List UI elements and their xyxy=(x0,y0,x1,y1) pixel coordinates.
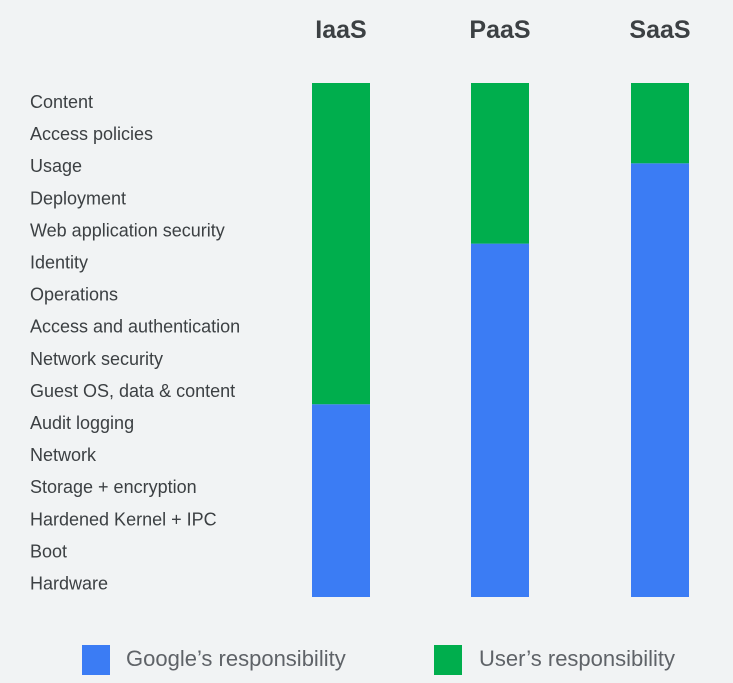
layer-label-operations: Operations xyxy=(30,285,118,305)
layer-label-access-and-authentication: Access and authentication xyxy=(30,317,240,337)
bar-iaas-google-s-responsibility xyxy=(312,404,370,597)
bar-saas-google-s-responsibility xyxy=(631,163,689,597)
layer-label-content: Content xyxy=(30,92,93,112)
column-header-iaas: IaaS xyxy=(315,16,366,44)
layer-label-web-application-security: Web application security xyxy=(30,220,225,240)
column-header-paas: PaaS xyxy=(469,16,530,44)
column-header-saas: SaaS xyxy=(629,16,690,44)
layer-label-boot: Boot xyxy=(30,541,67,561)
layer-label-hardware: Hardware xyxy=(30,574,108,594)
layer-label-network-security: Network security xyxy=(30,349,163,369)
legend: Google’s responsibility User’s responsibi… xyxy=(82,645,675,675)
bar-paas-user-s-responsibility xyxy=(471,83,529,244)
layer-label-guest-os-data-content: Guest OS, data & content xyxy=(30,381,235,401)
legend-swatch-user-s-responsibility xyxy=(434,645,462,675)
legend-label-google-s-responsibility: Google’s responsibility xyxy=(126,646,346,671)
layer-label-hardened-kernel-ipc: Hardened Kernel + IPC xyxy=(30,509,217,529)
legend-label-user-s-responsibility: User’s responsibility xyxy=(479,646,675,671)
layer-label-audit-logging: Audit logging xyxy=(30,413,134,433)
column-headers: IaaS PaaS SaaS xyxy=(315,16,690,44)
layer-label-network: Network xyxy=(30,445,97,465)
bar-paas-google-s-responsibility xyxy=(471,243,529,597)
layer-label-storage-encryption: Storage + encryption xyxy=(30,477,197,497)
stacked-bars xyxy=(312,83,689,597)
layer-label-access-policies: Access policies xyxy=(30,124,153,144)
layer-label-deployment: Deployment xyxy=(30,188,126,208)
bar-saas-user-s-responsibility xyxy=(631,83,689,164)
bar-iaas-user-s-responsibility xyxy=(312,83,370,405)
layer-label-usage: Usage xyxy=(30,156,82,176)
layer-label-identity: Identity xyxy=(30,253,88,273)
legend-swatch-google-s-responsibility xyxy=(82,645,110,675)
